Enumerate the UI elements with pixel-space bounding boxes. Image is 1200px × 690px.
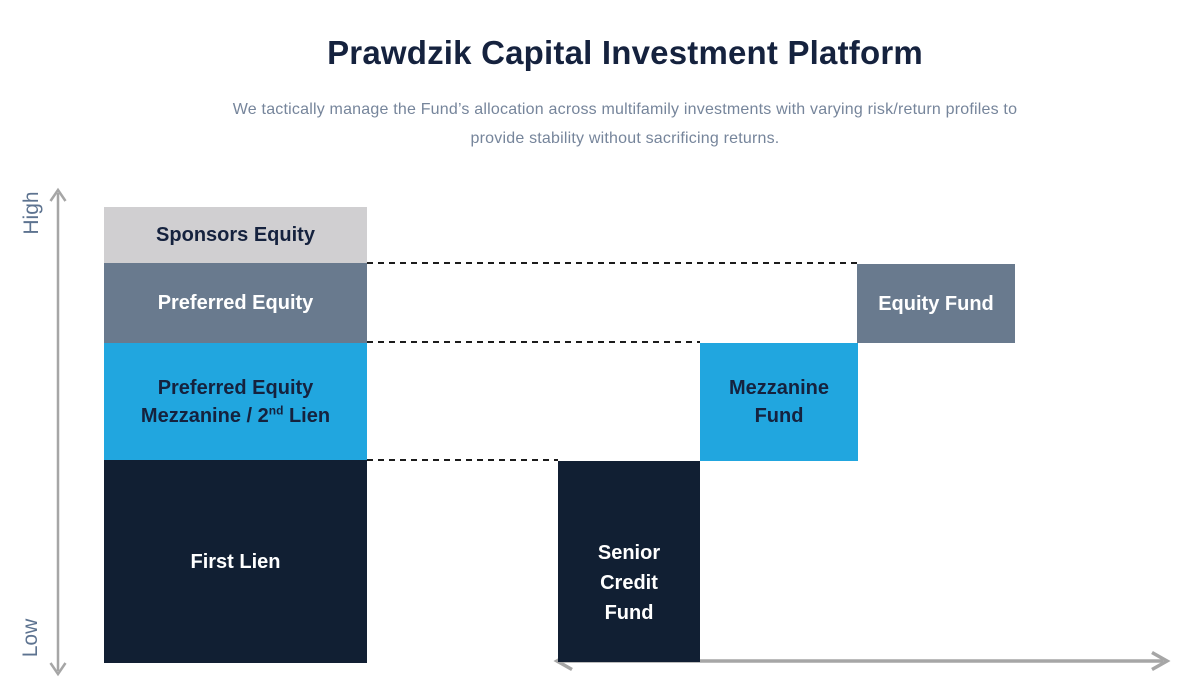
subtitle-line-1: We tactically manage the Fund’s allocati… [232, 101, 1018, 118]
stack-block-first-lien: First Lien [104, 460, 367, 663]
fund-box-equity-fund: Equity Fund [857, 264, 1015, 343]
stack-block-label-line2: Mezzanine / 2nd Lien [140, 402, 331, 427]
subtitle-line-2: provide stability without sacrificing re… [470, 130, 780, 147]
axis-label-low: Low [19, 618, 42, 658]
fund-box-senior-credit-fund: Senior Credit Fund [558, 461, 700, 662]
fund-box-label-line2: Credit [600, 571, 658, 594]
stack-block-preferred-equity-mezzanine: Preferred Equity Mezzanine / 2nd Lien [104, 343, 367, 460]
page-title: Prawdzik Capital Investment Platform [327, 34, 923, 71]
stack-block-preferred-equity: Preferred Equity [104, 263, 367, 343]
connector-equity-fund [367, 262, 857, 264]
stack-block-label: Preferred Equity [157, 292, 314, 314]
fund-box-mezzanine-fund: Mezzanine Fund [700, 343, 858, 461]
stack-block-label-line1: Preferred Equity [157, 376, 314, 399]
ordinal-superscript: nd [268, 402, 284, 417]
fund-box-label-line3: Fund [604, 601, 654, 624]
fund-box-label-line1: Senior [597, 541, 661, 564]
fund-box-label-line1: Mezzanine [728, 377, 830, 399]
risk-axis-arrow [49, 187, 67, 677]
fund-box-label: Senior Credit Fund [598, 538, 660, 628]
stack-block-label: First Lien [190, 550, 281, 573]
fund-box-label-line2: Fund [754, 405, 804, 427]
connector-mezzanine-fund [367, 341, 700, 343]
fund-box-label: Equity Fund [878, 292, 994, 315]
stack-block-sponsors-equity: Sponsors Equity [104, 207, 367, 263]
stack-block-label: Sponsors Equity [156, 224, 315, 246]
connector-senior-credit-fund [367, 459, 558, 461]
axis-label-high: High [20, 191, 43, 235]
